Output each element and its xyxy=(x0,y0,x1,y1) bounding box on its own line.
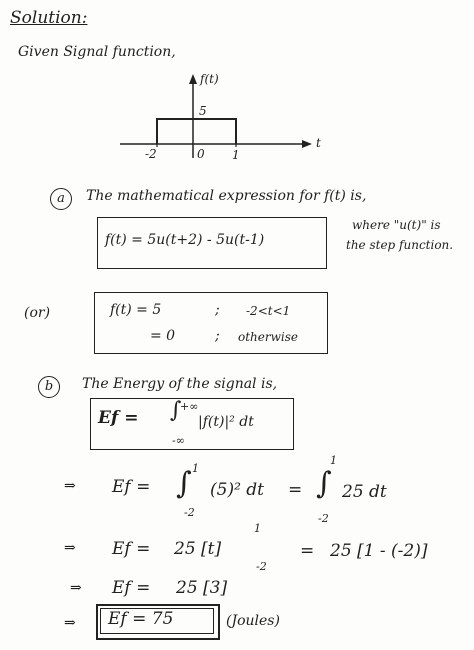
graph-x-arrow xyxy=(302,140,312,148)
step1-lower: -2 xyxy=(184,506,195,519)
step1-upper-2: 1 xyxy=(330,454,337,467)
step2-lhs: Ef = xyxy=(112,539,151,559)
part-a-expression: f(t) = 5u(t+2) - 5u(t-1) xyxy=(105,232,265,248)
step1-lower-2: -2 xyxy=(318,512,329,525)
step3-arrow: ⇒ xyxy=(70,580,82,596)
step1-integral-sign: ∫ xyxy=(176,466,192,501)
final-result: Ef = 75 xyxy=(108,609,174,629)
final-result-inner-box xyxy=(100,608,214,634)
part-a-expression-box xyxy=(97,217,327,269)
or-line2-sep: ; xyxy=(215,328,220,344)
step2-rhs: 25 [1 - (-2)] xyxy=(330,541,428,561)
step2-lower: -2 xyxy=(256,560,267,573)
step2-eq: = xyxy=(300,541,315,561)
graph-level-label: 5 xyxy=(199,104,207,118)
step2-arrow: ⇒ xyxy=(64,540,76,556)
ef-def-upper: +∞ xyxy=(180,400,199,413)
step1-eq: = xyxy=(288,480,303,500)
ef-definition-box xyxy=(90,398,294,450)
part-a-marker: a xyxy=(50,188,72,210)
part-a-note-line1: where "u(t)" is xyxy=(352,218,441,232)
step2-upper: 1 xyxy=(254,522,261,535)
final-unit: (Joules) xyxy=(226,613,280,629)
or-line1-lhs: f(t) = 5 xyxy=(110,302,162,318)
part-a-intro: The mathematical expression for f(t) is, xyxy=(86,188,367,204)
part-a-note-line2: the step function. xyxy=(346,238,454,252)
step1-arrow: ⇒ xyxy=(64,478,76,494)
or-piecewise-box xyxy=(94,292,328,354)
or-label: (or) xyxy=(24,305,51,321)
final-result-box xyxy=(96,604,220,640)
solution-heading: Solution: xyxy=(10,8,88,28)
graph-x-label: t xyxy=(316,136,321,150)
step2-body: 25 [t] xyxy=(174,539,222,559)
graph-y-arrow xyxy=(189,74,197,84)
or-line2-cond: otherwise xyxy=(238,330,298,344)
ef-def-lhs: Ef = xyxy=(98,408,139,428)
step1-integral-sign-2: ∫ xyxy=(316,466,332,501)
step4-arrow: ⇒ xyxy=(64,615,76,631)
step1-upper: 1 xyxy=(192,462,199,475)
ef-def-integral-sign: ∫ xyxy=(170,398,182,423)
step3-lhs: Ef = xyxy=(112,578,151,598)
given-text: Given Signal function, xyxy=(18,44,176,60)
part-b-marker: b xyxy=(38,376,60,398)
or-line1-cond: -2<t<1 xyxy=(246,304,291,318)
step1-integrand: (5)² dt xyxy=(210,480,265,500)
graph-tick-label-neg2: -2 xyxy=(145,147,157,161)
or-line1-sep: ; xyxy=(215,302,220,318)
ef-def-integrand: |f(t)|² dt xyxy=(198,414,254,430)
graph-y-label: f(t) xyxy=(200,72,219,86)
ef-def-lower: -∞ xyxy=(172,434,185,447)
part-b-intro: The Energy of the signal is, xyxy=(82,376,278,392)
graph-pulse xyxy=(156,118,237,144)
or-line2-lhs: = 0 xyxy=(150,328,176,344)
step1-lhs: Ef = xyxy=(112,477,151,497)
graph-tick-label-0: 0 xyxy=(197,147,205,161)
graph-tick-label-1: 1 xyxy=(232,148,240,162)
step1-integrand-2: 25 dt xyxy=(342,482,387,502)
step3-rhs: 25 [3] xyxy=(176,578,228,598)
